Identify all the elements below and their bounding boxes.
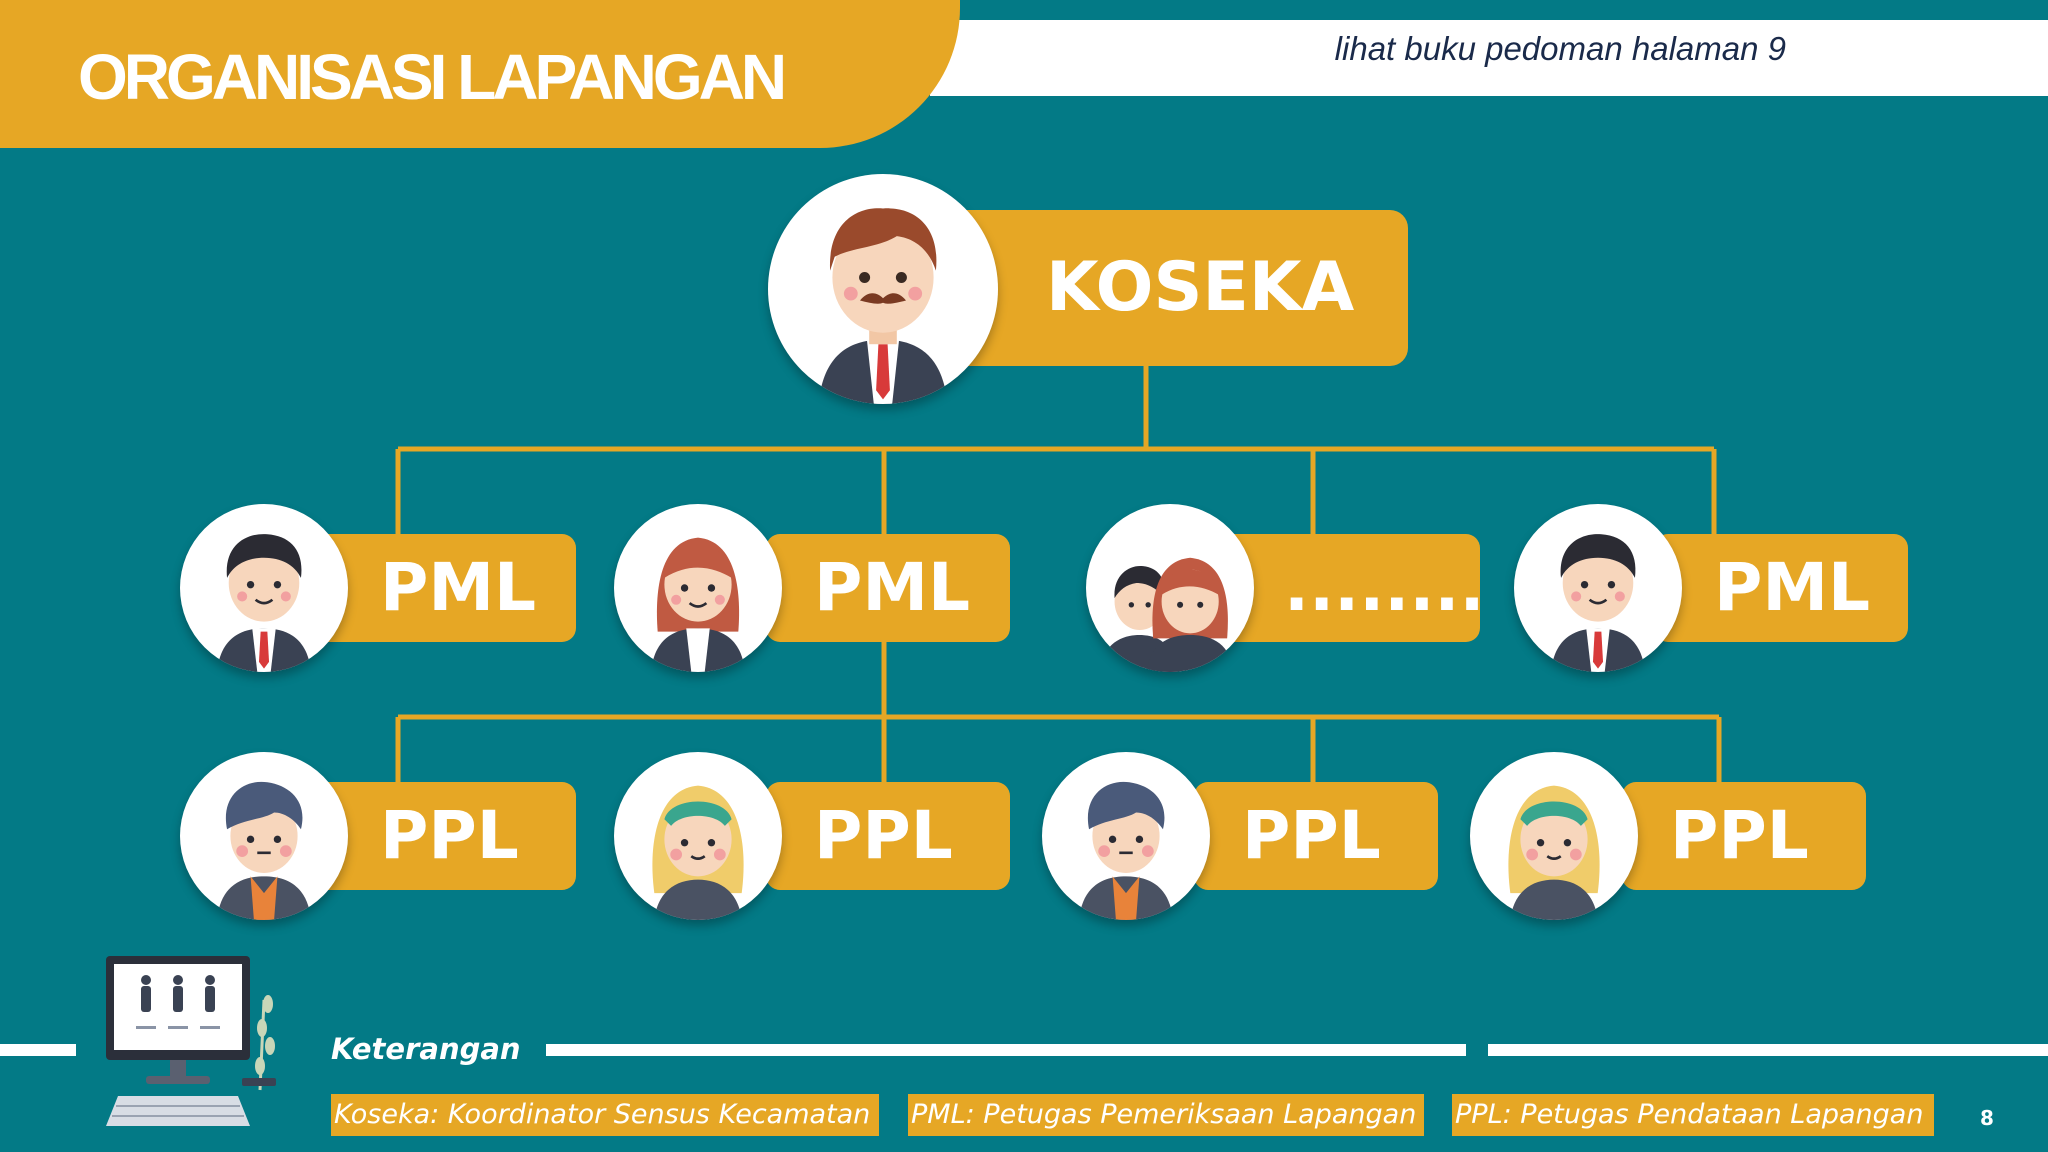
footer-divider-mid: [546, 1044, 1466, 1056]
young-man-icon: [216, 781, 312, 920]
girl-headband-icon: [652, 785, 744, 920]
young-man-icon: [1078, 781, 1174, 920]
legend-koseka-text: Koseka: Koordinator Sensus Kecamatan: [334, 1099, 871, 1130]
legend-koseka: Koseka: Koordinator Sensus Kecamatan: [331, 1094, 879, 1136]
legend-title: Keterangan: [331, 1032, 521, 1066]
legend-ppl: PPL: Petugas Pendataan Lapangan: [1452, 1094, 1934, 1136]
ppl-label-4: PPL: [1670, 797, 1809, 874]
ppl-avatar-3: [1042, 752, 1210, 920]
koseka-label: KOSEKA: [1046, 248, 1355, 327]
ppl-box-4: PPL: [1622, 782, 1866, 890]
pml-label-4: PML: [1714, 549, 1871, 626]
legend-ppl-text: PPL: Petugas Pendataan Lapangan: [1455, 1099, 1924, 1130]
girl-headband-icon: [1508, 785, 1600, 920]
man-suit-icon: [216, 534, 312, 672]
pml-avatar-4: [1514, 504, 1682, 672]
ppl-label-1: PPL: [380, 797, 519, 874]
pml-label-1: PML: [380, 549, 537, 626]
woman-suit-icon: [650, 537, 746, 672]
computer-illustration-icon: [106, 956, 276, 1126]
page-number: 8: [1980, 1106, 1994, 1130]
pml-label-3: ........: [1284, 549, 1485, 626]
footer-divider-left: [0, 1044, 76, 1056]
pml-label-2: PML: [814, 549, 971, 626]
legend-pml-text: PML: Petugas Pemeriksaan Lapangan: [911, 1099, 1417, 1130]
pml-box-4: PML: [1654, 534, 1908, 642]
ppl-avatar-2: [614, 752, 782, 920]
man-mustache-suit-icon: [818, 208, 948, 404]
footer-divider-right: [1488, 1044, 2048, 1056]
ppl-box-3: PPL: [1194, 782, 1438, 890]
ppl-avatar-1: [180, 752, 348, 920]
pml-avatar-2: [614, 504, 782, 672]
pml-avatar-3: [1086, 504, 1254, 672]
header-band: [930, 20, 2048, 96]
pml-box-1: PML: [300, 534, 576, 642]
page-title: ORGANISASI LAPANGAN: [78, 41, 787, 113]
ppl-label-3: PPL: [1242, 797, 1381, 874]
pml-box-2: PML: [766, 534, 1010, 642]
reference-note: lihat buku pedoman halaman 9: [1334, 30, 1786, 67]
legend-pml: PML: Petugas Pemeriksaan Lapangan: [908, 1094, 1424, 1136]
pml-box-3: ........: [1218, 534, 1485, 642]
title-tab: ORGANISASI LAPANGAN: [0, 0, 960, 148]
koseka-box: KOSEKA: [942, 210, 1408, 366]
ppl-label-2: PPL: [814, 797, 953, 874]
ppl-box-2: PPL: [766, 782, 1010, 890]
ppl-avatar-4: [1470, 752, 1638, 920]
koseka-avatar: [768, 174, 998, 404]
man-suit-icon: [1550, 534, 1646, 672]
group-people-icon: [1099, 557, 1234, 672]
pml-avatar-1: [180, 504, 348, 672]
